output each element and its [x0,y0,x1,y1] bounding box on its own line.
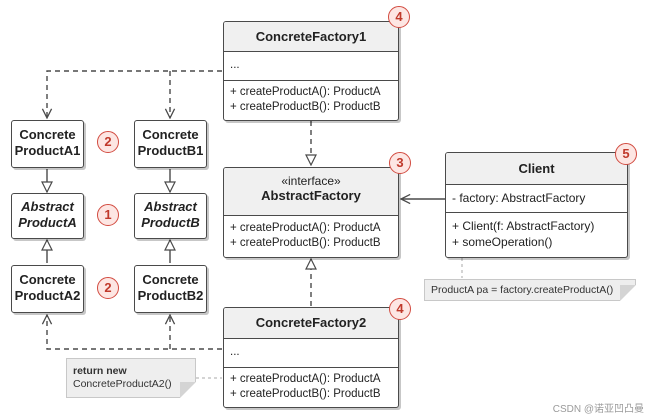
badge-2-product-a1: 2 [97,131,119,153]
concrete-product-b2: Concrete ProductB2 [134,265,207,313]
badge-4-factory1: 4 [388,6,410,28]
concrete-factory2-methods: + createProductA(): ProductA + createPro… [224,367,398,407]
product-a2-line2: ProductA2 [14,288,81,303]
watermark: CSDN @诺亚凹凸曼 [552,404,644,415]
product-b1-line1: Concrete [142,127,199,142]
concrete-factory1-methods: + createProductA(): ProductA + createPro… [224,80,398,120]
factory2-note: return new ConcreteProductA2() [66,358,196,398]
product-b2-line2: ProductB2 [137,288,204,303]
concrete-factory2-fields: ... [224,338,398,367]
client-title: Client [446,153,627,184]
product-a1-line1: Concrete [19,127,76,142]
abstract-a-line2: ProductA [18,215,77,230]
concrete-product-a2: Concrete ProductA2 [11,265,84,313]
product-a1-line2: ProductA1 [14,143,81,158]
abstract-factory-header: «interface» AbstractFactory [224,168,398,215]
method-client-constructor: + Client(f: AbstractFactory) [452,219,595,233]
concrete-factory2-title: ConcreteFactory2 [224,308,398,338]
note-fold-icon [180,382,196,398]
product-b2-line1: Concrete [142,272,199,287]
abstract-product-b: Abstract ProductB [134,193,207,239]
abstract-factory-methods: + createProductA(): ProductA + createPro… [224,215,398,257]
badge-4-factory2: 4 [389,298,411,320]
concrete-product-b1: Concrete ProductB1 [134,120,207,168]
badge-1-abstract-a: 1 [97,204,119,226]
product-b1-line2: ProductB1 [137,143,204,158]
concrete-factory1-class: ConcreteFactory1 ... + createProductA():… [223,21,399,121]
badge-5-client: 5 [615,143,637,165]
client-note: ProductA pa = factory.createProductA() [424,279,636,301]
concrete-product-a1: Concrete ProductA1 [11,120,84,168]
client-field-factory: - factory: AbstractFactory [446,184,627,212]
abstract-product-a: Abstract ProductA [11,193,84,239]
concrete-factory1-fields: ... [224,51,398,80]
method-create-product-a: + createProductA(): ProductA [230,86,381,98]
factory2-note-line1: return new [73,365,127,377]
client-methods: + Client(f: AbstractFactory) + someOpera… [446,212,627,257]
product-a2-line1: Concrete [19,272,76,287]
abstract-a-line1: Abstract [21,199,74,214]
abstract-factory-title: AbstractFactory [261,188,361,203]
method-create-product-b: + createProductB(): ProductB [230,388,381,400]
dependency-factory2-to-product-a2 [47,315,222,350]
client-class: Client - factory: AbstractFactory + Clie… [445,152,628,258]
abstract-factory-interface: «interface» AbstractFactory + createProd… [223,167,399,258]
client-note-text: ProductA pa = factory.createProductA() [431,284,614,296]
factory2-note-line2: ConcreteProductA2() [73,378,172,390]
badge-3-abstract-factory: 3 [389,152,411,174]
abstract-b-line2: ProductB [141,215,200,230]
badge-2-product-a2: 2 [97,277,119,299]
method-create-product-b: + createProductB(): ProductB [230,237,381,249]
dependency-factory1-to-product-a1 [47,70,222,118]
concrete-factory1-title: ConcreteFactory1 [224,22,398,51]
method-some-operation: + someOperation() [452,235,553,249]
method-create-product-a: + createProductA(): ProductA [230,373,381,385]
method-create-product-a: + createProductA(): ProductA [230,222,381,234]
abstract-b-line1: Abstract [144,199,197,214]
interface-stereotype: «interface» [281,174,341,188]
note-fold-icon [620,285,636,301]
method-create-product-b: + createProductB(): ProductB [230,101,381,113]
concrete-factory2-class: ConcreteFactory2 ... + createProductA():… [223,307,399,408]
